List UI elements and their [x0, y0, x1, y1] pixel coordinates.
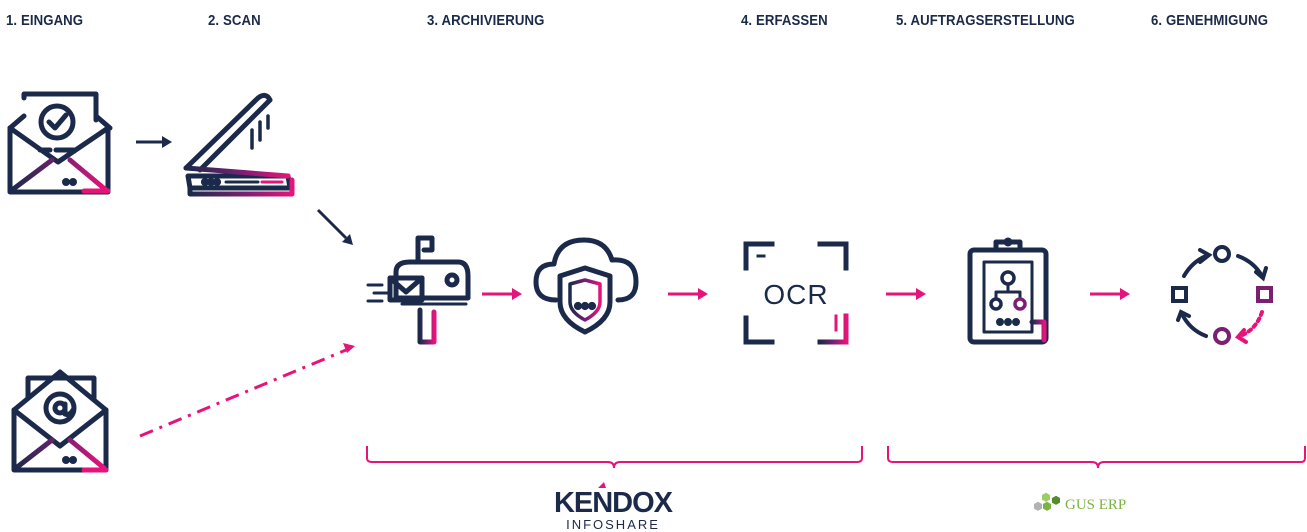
- kendox-logo-subtext: INFOSHARE: [566, 517, 660, 532]
- step-label-archivierung: 3. ARCHIVIERUNG: [427, 12, 545, 29]
- kendox-accent-mark: [598, 482, 606, 488]
- email-at-icon: [11, 369, 109, 473]
- scanner-icon: [183, 92, 295, 197]
- bracket-kendox: [366, 446, 863, 469]
- mailbox-icon: [366, 235, 471, 345]
- mail-check-icon: [7, 91, 113, 195]
- clipboard-order-icon: [967, 237, 1049, 345]
- arrow-email-to-archive: [139, 343, 355, 438]
- gus-erp-logo-mark: [1034, 492, 1060, 511]
- bracket-gus: [887, 446, 1306, 469]
- step-label-auftragserstellung: 5. AUFTRAGSERSTELLUNG: [896, 12, 1075, 29]
- step-label-erfassen: 4. ERFASSEN: [741, 12, 828, 29]
- arrow-eingang-to-scan: [136, 136, 172, 148]
- arrow-ocr-to-order: [886, 288, 926, 300]
- ocr-text: OCR: [763, 279, 828, 310]
- arrow-archive-to-cloud: [482, 288, 522, 300]
- arrow-cloud-to-ocr: [668, 288, 708, 300]
- step-label-genehmigung: 6. GENEHMIGUNG: [1151, 12, 1269, 29]
- arrow-order-to-approval: [1090, 288, 1130, 300]
- approval-cycle-icon: [1171, 245, 1273, 345]
- ocr-scan-icon: [743, 241, 849, 345]
- kendox-logo-text: KENDOX: [554, 487, 674, 519]
- arrow-scan-to-archive: [316, 208, 353, 245]
- gus-erp-logo-text: GUS ERP: [1065, 497, 1126, 513]
- step-label-scan: 2. SCAN: [208, 12, 261, 29]
- step-label-eingang: 1. EINGANG: [6, 12, 84, 29]
- cloud-shield-icon: [533, 237, 639, 335]
